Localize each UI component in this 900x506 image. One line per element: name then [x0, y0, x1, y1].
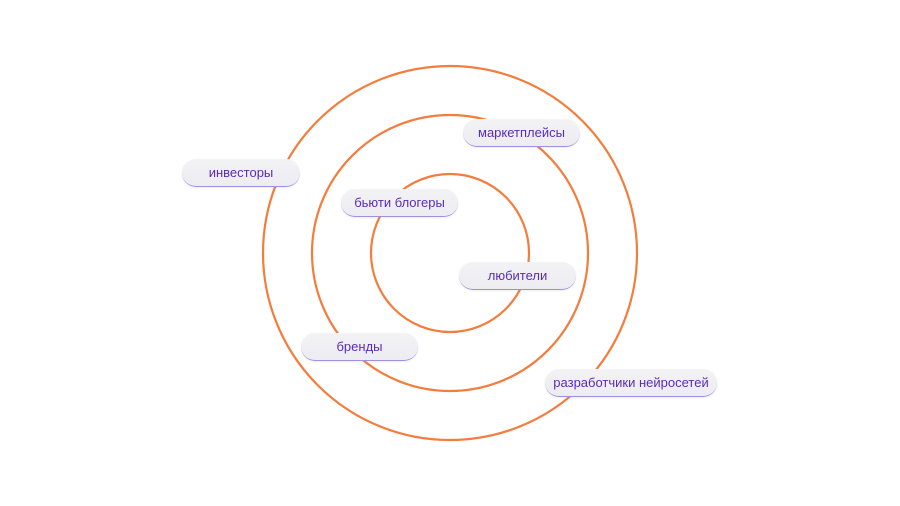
label-nn-developers-text: разработчики нейросетей — [553, 375, 709, 390]
label-amateurs-text: любители — [487, 268, 548, 283]
label-investors: инвесторы — [182, 159, 300, 187]
label-beauty-bloggers: бьюти блогеры — [341, 189, 458, 217]
label-marketplaces-text: маркетплейсы — [478, 125, 565, 140]
label-brands: бренды — [301, 333, 418, 361]
label-investors-text: инвесторы — [208, 165, 274, 180]
label-beauty-bloggers-text: бьюти блогеры — [354, 195, 445, 210]
label-nn-developers: разработчики нейросетей — [545, 369, 717, 397]
label-marketplaces: маркетплейсы — [463, 119, 580, 147]
outer-ring — [261, 64, 639, 442]
label-brands-text: бренды — [336, 339, 383, 354]
label-amateurs: любители — [459, 262, 576, 290]
middle-ring — [310, 113, 590, 393]
inner-ring — [369, 172, 531, 334]
